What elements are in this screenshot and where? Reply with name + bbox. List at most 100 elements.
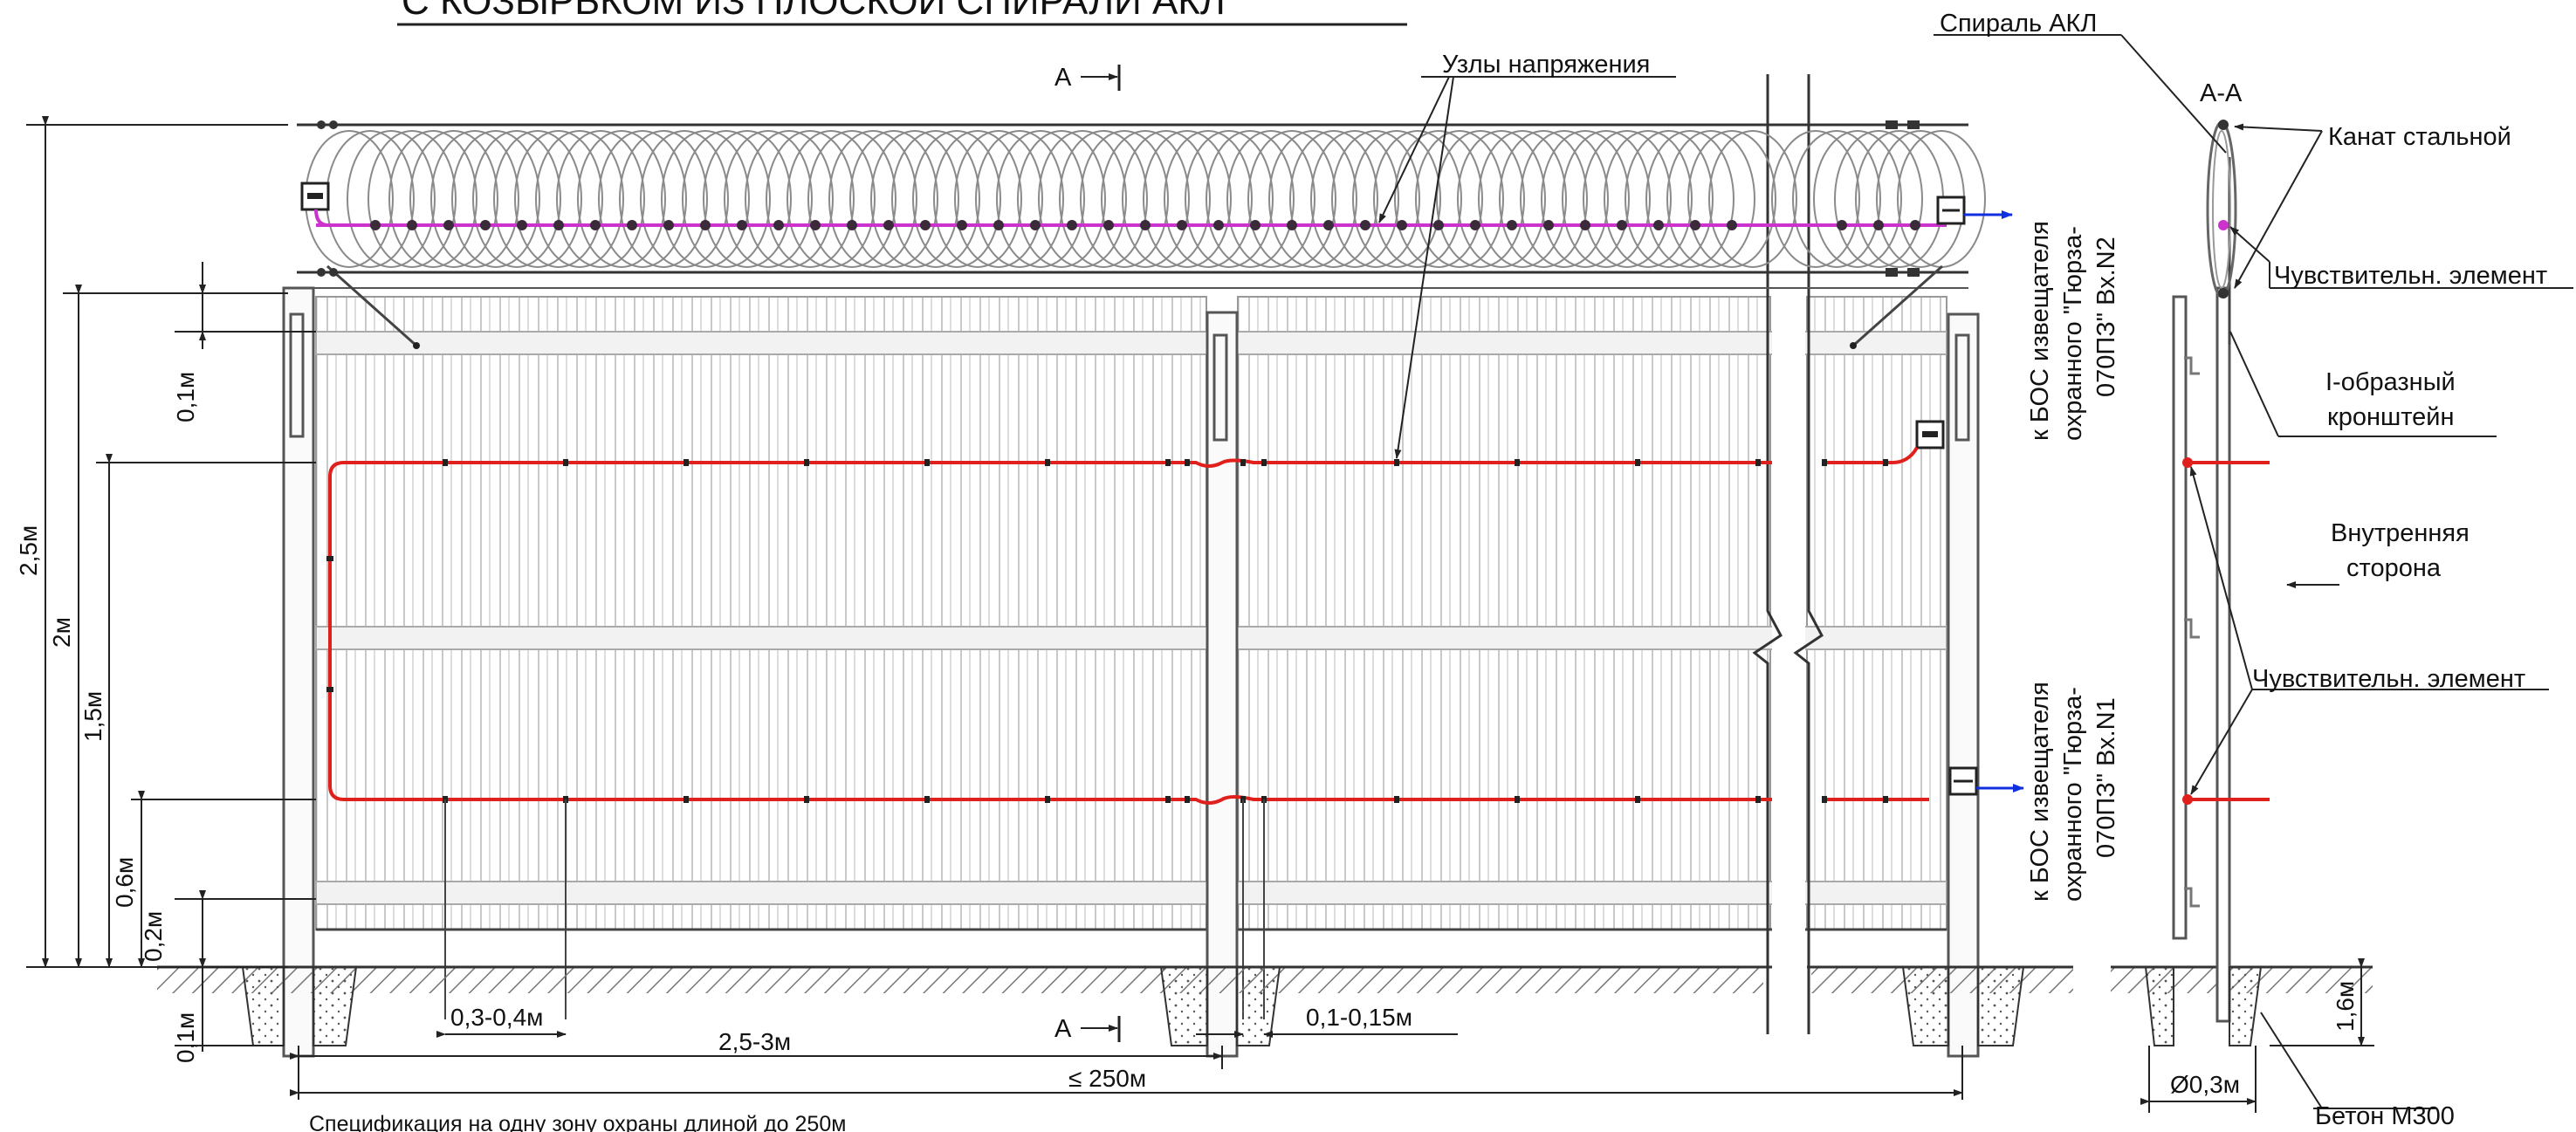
dim-depth-16: 1,6м [2332, 981, 2359, 1032]
spiral-coil [493, 130, 582, 268]
bracket-label-line2: кронштейн [2327, 403, 2455, 431]
spiral-coil [1226, 130, 1315, 268]
section-marker-top: А [1054, 64, 1072, 92]
spiral-coil [745, 130, 834, 268]
tension-node [1240, 459, 1246, 466]
tension-node [1617, 220, 1627, 230]
tension-node [443, 220, 454, 230]
svg-text:охранного "Гюрза-: охранного "Гюрза- [2059, 226, 2087, 441]
dim-width-25-3: 2,5-3м [718, 1028, 791, 1055]
tension-node [1323, 220, 1334, 230]
spiral-coil [368, 130, 457, 268]
spiral-coil [1164, 130, 1253, 268]
dim-width-03-04: 0,3-0,4м [450, 1004, 543, 1031]
spiral-coil [849, 130, 938, 268]
spiral-coil [1834, 130, 1923, 268]
spiral-coil [1813, 130, 1902, 268]
leader-lines [1081, 34, 2573, 1109]
spiral-coil [1415, 130, 1504, 268]
dim-diameter-03: Ø0,3м [2170, 1071, 2240, 1098]
tension-node [773, 220, 784, 230]
tension-node [1140, 220, 1151, 230]
tension-node [1287, 220, 1297, 230]
spiral-coil [1541, 130, 1630, 268]
dim-width-250: ≤ 250м [1068, 1065, 1146, 1092]
spiral-coil [1352, 130, 1441, 268]
spiral-coil [661, 130, 750, 268]
tension-node [590, 220, 601, 230]
section-aa [2144, 120, 2270, 1046]
spiral-coil [1017, 130, 1106, 268]
spiral-coil [347, 130, 436, 268]
spiral-coil [1373, 130, 1462, 268]
bracket-label-line1: I-образный [2325, 368, 2456, 396]
svg-text:к БОС извещателя: к БОС извещателя [2026, 682, 2054, 902]
spiral-coil [1143, 130, 1232, 268]
tension-node [1755, 796, 1761, 803]
tension-node [326, 687, 333, 692]
drawing-title: С КОЗЫРЬКОМ ИЗ ПЛОСКОЙ СПИРАЛИ АКЛ [402, 0, 1226, 23]
dim-height-2m: 2м [48, 617, 75, 648]
tension-node [804, 796, 809, 803]
tension-node [920, 220, 931, 230]
spiral-coil [724, 130, 813, 268]
tension-nodes-label: Узлы напряжения [1442, 51, 1650, 79]
tension-node [517, 220, 527, 230]
spiral-coil [703, 130, 792, 268]
spiral-coil [1666, 130, 1755, 268]
tension-node [326, 556, 333, 561]
tension-node [1635, 796, 1640, 803]
spiral-coil [1520, 130, 1609, 268]
inner-side-label-line2: сторона [2346, 554, 2442, 582]
svg-text:охранного "Гюрза-: охранного "Гюрза- [2059, 687, 2087, 902]
tension-node [407, 220, 417, 230]
tension-node [1360, 220, 1370, 230]
tension-node [810, 220, 821, 230]
spiral-coil [619, 130, 708, 268]
spiral-coil [535, 130, 624, 268]
spiral-coil [870, 130, 959, 268]
tension-node [1543, 220, 1554, 230]
spiral-akl-top [297, 120, 2013, 349]
dim-height-01m-top: 0,1м [172, 372, 199, 422]
spiral-coil [787, 130, 876, 268]
tension-node [1515, 459, 1520, 466]
sensitive-element-side-label: Чувствительн. элемент [2252, 665, 2525, 693]
tension-node [847, 220, 857, 230]
tension-node [1177, 220, 1187, 230]
spiral-coil [1562, 130, 1651, 268]
spiral-coil [1206, 130, 1295, 268]
ground [157, 965, 2373, 1046]
spiral-coil [807, 130, 896, 268]
tension-node [993, 220, 1004, 230]
tension-node [1837, 220, 1847, 230]
tension-node [1397, 220, 1407, 230]
section-aa-label: А-А [2200, 79, 2243, 107]
spiral-coil [1038, 130, 1127, 268]
tension-node [683, 796, 689, 803]
svg-text:070ПЗ" Вх.N2: 070ПЗ" Вх.N2 [2092, 237, 2120, 397]
fence-panels [315, 296, 1947, 931]
tension-node [683, 459, 689, 466]
tension-node [957, 220, 967, 230]
tension-node [1507, 220, 1517, 230]
tension-node [1470, 220, 1480, 230]
tension-node [737, 220, 747, 230]
spiral-coil [1625, 130, 1714, 268]
tension-node [1873, 220, 1884, 230]
tension-node [1910, 220, 1920, 230]
spiral-coil [326, 130, 415, 268]
tension-node [1822, 796, 1827, 803]
tension-node [1165, 796, 1171, 803]
spiral-coil [640, 130, 729, 268]
spiral-coil [1604, 130, 1693, 268]
spiral-coil [1708, 130, 1797, 268]
spiral-coil [1331, 130, 1420, 268]
tension-node [1883, 459, 1888, 466]
spiral-coil [1478, 130, 1567, 268]
spiral-coil [954, 130, 1043, 268]
spiral-coil [1268, 130, 1357, 268]
tension-node [700, 220, 711, 230]
tension-node [1515, 796, 1520, 803]
